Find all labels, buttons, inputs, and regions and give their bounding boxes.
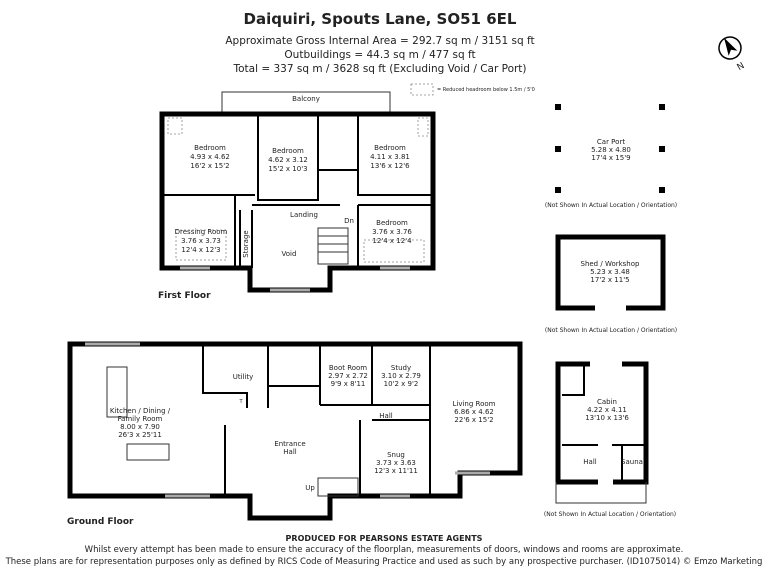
svg-text:17'4 x 15'9: 17'4 x 15'9 [591,154,630,162]
svg-text:6.86 x 4.62: 6.86 x 4.62 [454,408,494,416]
svg-text:4.62 x 3.12: 4.62 x 3.12 [268,156,308,164]
svg-text:(Not Shown In Actual Location: (Not Shown In Actual Location / Orientat… [544,511,676,518]
producer-credit: PRODUCED FOR PEARSONS ESTATE AGENTS [286,534,483,543]
svg-text:Living Room: Living Room [453,400,496,408]
stairs-down-label: Dn [344,217,354,225]
svg-text:16'2 x 15'2: 16'2 x 15'2 [190,162,229,170]
utility-label: Utility [233,373,254,381]
room-bedroom-3: Bedroom 4.11 x 3.81 13'6 x 12'6 [370,144,410,170]
svg-text:Bedroom: Bedroom [272,147,304,155]
tank-label: T [238,399,243,405]
svg-text:17'2 x 11'5: 17'2 x 11'5 [590,276,629,284]
car-port-plan: Car Port 5.28 x 4.80 17'4 x 15'9 (Not Sh… [545,104,677,209]
staircase-icon [317,227,349,265]
svg-text:Shed / Workshop: Shed / Workshop [581,260,641,268]
svg-text:15'2 x 10'3: 15'2 x 10'3 [268,165,307,173]
svg-text:Study: Study [391,364,411,372]
svg-text:3.76 x 3.73: 3.76 x 3.73 [181,237,221,245]
area-line-3: Total = 337 sq m / 3628 sq ft (Excluding… [232,63,526,75]
svg-text:Dressing Room: Dressing Room [175,228,228,236]
svg-text:Bedroom: Bedroom [374,144,406,152]
svg-text:Car Port: Car Port [597,138,625,146]
disclaimer-line-1: Whilst every attempt has been made to en… [85,545,684,555]
room-bedroom-4: Bedroom 3.76 x 3.76 12'4 x 12'4 [372,219,412,245]
landing-label: Landing [290,211,318,219]
svg-text:Family Room: Family Room [118,415,163,423]
svg-text:12'4 x 12'4: 12'4 x 12'4 [372,237,412,245]
room-living-room: Living Room 6.86 x 4.62 22'6 x 15'2 [453,400,496,424]
svg-text:22'6 x 15'2: 22'6 x 15'2 [454,416,493,424]
svg-text:Bedroom: Bedroom [376,219,408,227]
svg-text:Snug: Snug [387,451,405,459]
stairs-up-label: Up [305,484,315,492]
svg-text:12'3 x 11'11: 12'3 x 11'11 [374,467,418,475]
svg-text:26'3 x 25'11: 26'3 x 25'11 [118,431,162,439]
svg-text:Boot Room: Boot Room [329,364,367,372]
svg-text:13'6 x 12'6: 13'6 x 12'6 [370,162,410,170]
svg-text:Hall: Hall [583,458,596,466]
svg-text:(Not Shown In Actual Location: (Not Shown In Actual Location / Orientat… [545,327,677,334]
area-line-2: Outbuildings = 44.3 sq m / 477 sq ft [284,49,475,61]
shed-workshop-plan: Shed / Workshop 5.23 x 3.48 17'2 x 11'5 … [545,234,677,334]
svg-text:Sauna: Sauna [621,458,643,466]
svg-text:(Not Shown In Actual Location: (Not Shown In Actual Location / Orientat… [545,202,677,209]
reduced-headroom-swatch [410,83,434,96]
room-study: Study 3.10 x 2.79 10'2 x 9'2 [381,364,421,388]
svg-text:5.28 x 4.80: 5.28 x 4.80 [591,146,631,154]
room-bedroom-2: Bedroom 4.62 x 3.12 15'2 x 10'3 [268,147,308,173]
first-floor-plan: Balcony Bedroom 4.93 x 4.62 16'2 x 15'2 … [158,91,436,301]
void-label: Void [282,250,297,258]
first-floor-label: First Floor [158,291,211,301]
ground-floor-plan: Kitchen / Dining / Family Room 8.00 x 7.… [67,341,523,527]
svg-text:13'10 x 13'6: 13'10 x 13'6 [585,414,629,422]
north-arrow-icon: N [718,36,747,73]
svg-text:5.23 x 3.48: 5.23 x 3.48 [590,268,630,276]
legend-text: = Reduced headroom below 1.5m / 5'0 [437,87,535,93]
svg-text:Bedroom: Bedroom [194,144,226,152]
svg-text:3.10 x 2.79: 3.10 x 2.79 [381,372,421,380]
storage-label: Storage [242,230,250,257]
ground-floor-label: Ground Floor [67,517,134,527]
room-boot-room: Boot Room 2.97 x 2.72 9'9 x 8'11 [328,364,368,388]
svg-text:Cabin: Cabin [597,398,617,406]
entrance-hall-label-2: Hall [283,448,296,456]
svg-text:2.97 x 2.72: 2.97 x 2.72 [328,372,368,380]
svg-text:Kitchen / Dining /: Kitchen / Dining / [110,407,171,415]
cabin-plan: Cabin 4.22 x 4.11 13'10 x 13'6 Hall Saun… [544,361,676,518]
svg-text:10'2 x 9'2: 10'2 x 9'2 [384,380,419,388]
svg-text:4.93 x 4.62: 4.93 x 4.62 [190,153,230,161]
balcony-label: Balcony [292,95,320,103]
svg-text:4.11 x 3.81: 4.11 x 3.81 [370,153,410,161]
staircase-icon [317,477,359,497]
room-kitchen-dining-family: Kitchen / Dining / Family Room 8.00 x 7.… [110,407,171,439]
room-dressing-room: Dressing Room 3.76 x 3.73 12'4 x 12'3 [175,228,228,254]
page-title: Daiquiri, Spouts Lane, SO51 6EL [244,10,517,28]
disclaimer-line-2: These plans are for representation purpo… [5,557,763,567]
svg-text:12'4 x 12'3: 12'4 x 12'3 [181,246,220,254]
area-line-1: Approximate Gross Internal Area = 292.7 … [225,35,534,47]
north-label: N [736,61,747,73]
svg-text:3.76 x 3.76: 3.76 x 3.76 [372,228,412,236]
room-snug: Snug 3.73 x 3.63 12'3 x 11'11 [374,451,418,475]
entrance-hall-label-1: Entrance [274,440,305,448]
svg-text:3.73 x 3.63: 3.73 x 3.63 [376,459,416,467]
room-bedroom-1: Bedroom 4.93 x 4.62 16'2 x 15'2 [190,144,230,170]
hall-label: Hall [379,412,392,420]
svg-text:8.00 x 7.90: 8.00 x 7.90 [120,423,160,431]
svg-text:4.22 x 4.11: 4.22 x 4.11 [587,406,627,414]
svg-text:9'9 x 8'11: 9'9 x 8'11 [331,380,366,388]
